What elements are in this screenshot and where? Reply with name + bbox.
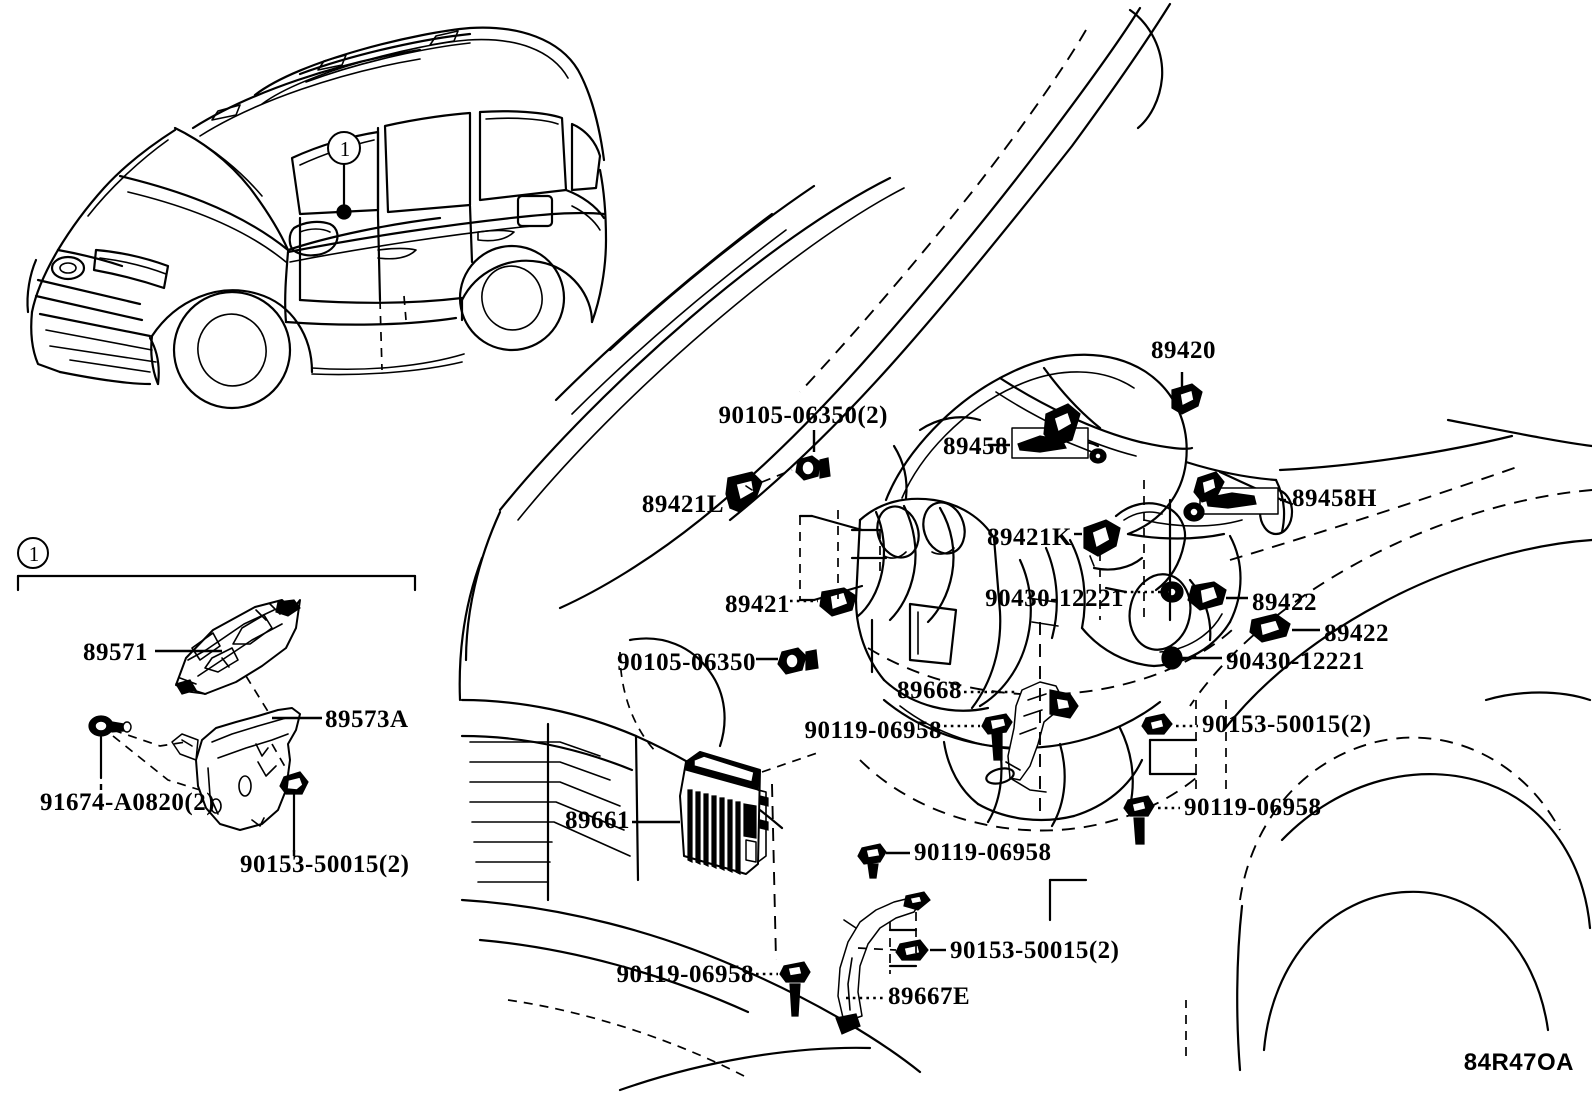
ecu-fins (687, 789, 741, 875)
label-90153-50015-right: 90153-50015(2) (1202, 711, 1372, 738)
part-89571-switch (175, 599, 301, 695)
part-90119-screw-d (779, 961, 811, 1017)
inset-callout-number: 1 (28, 542, 40, 566)
label-89420: 89420 (1151, 337, 1216, 364)
part-90119-screw-b (1123, 795, 1155, 845)
part-90153-screw-lower (895, 939, 929, 961)
part-91674-bolt (88, 715, 132, 780)
part-89668-bracket (1005, 681, 1079, 793)
part-89420-sensor (1171, 383, 1203, 415)
part-89458-sensor (1011, 403, 1107, 464)
inset-label-89571: 89571 (83, 639, 148, 666)
label-90430-12221-b: 90430-12221 (1226, 648, 1365, 675)
part-90153-screw-inset (279, 771, 309, 854)
label-90119-06958-b: 90119-06958 (1184, 794, 1322, 821)
inset-parts (88, 599, 322, 856)
part-89421L-sensor (725, 471, 763, 513)
label-89421K: 89421K (987, 524, 1072, 551)
label-89421: 89421 (725, 591, 790, 618)
label-89668: 89668 (897, 677, 962, 704)
diagram-code: 84R47OA (1463, 1049, 1574, 1076)
part-90119-screw-c (857, 843, 887, 879)
part-90430-12221-lower (1161, 646, 1183, 670)
label-90105-06350-2: 90105-06350(2) (718, 402, 888, 429)
vehicle-callout-number: 1 (339, 137, 351, 161)
label-89421L: 89421L (641, 491, 724, 518)
part-90119-screw-a (981, 713, 1013, 761)
label-89458H: 89458H (1292, 485, 1377, 512)
engine-assembly (679, 353, 1294, 1035)
part-90105-bolt-upper (795, 455, 831, 481)
label-90430-12221-a: 90430-12221 (985, 585, 1124, 612)
label-89661: 89661 (565, 807, 630, 834)
inset-label-90153-50015: 90153-50015(2) (240, 851, 410, 878)
part-90105-bolt-lower (777, 647, 819, 675)
part-90430-12221-upper (1160, 581, 1184, 603)
label-90119-06958-a: 90119-06958 (804, 717, 942, 744)
part-90153-screw-right (1141, 713, 1173, 735)
label-90153-50015-bottom: 90153-50015(2) (950, 937, 1120, 964)
part-89661-ecu (679, 751, 769, 875)
part-89667E-bracket (835, 891, 931, 1035)
label-89422-b: 89422 (1324, 620, 1389, 647)
label-90119-06958-c: 90119-06958 (914, 839, 1052, 866)
part-89421K-sensor (1083, 519, 1121, 567)
label-90105-06350: 90105-06350 (617, 649, 756, 676)
part-89573A-bracket (171, 707, 301, 831)
label-89667E: 89667E (888, 983, 971, 1010)
part-89422-sensor-upper (1187, 581, 1227, 611)
grille-slats (469, 741, 631, 883)
inset-label-91674-A0820: 91674-A0820(2) (40, 789, 216, 816)
label-89422-a: 89422 (1252, 589, 1317, 616)
fasteners-and-sensors (632, 372, 1320, 1017)
vehicle-illustration (26, 26, 608, 410)
label-90119-06958-d: 90119-06958 (616, 961, 754, 988)
inset-bracket (16, 537, 417, 592)
label-89458: 89458 (943, 433, 1008, 460)
part-89422-sensor-lower (1249, 613, 1291, 643)
part-89458H-sensor (1183, 471, 1279, 522)
inset-label-89573A: 89573A (325, 706, 409, 733)
